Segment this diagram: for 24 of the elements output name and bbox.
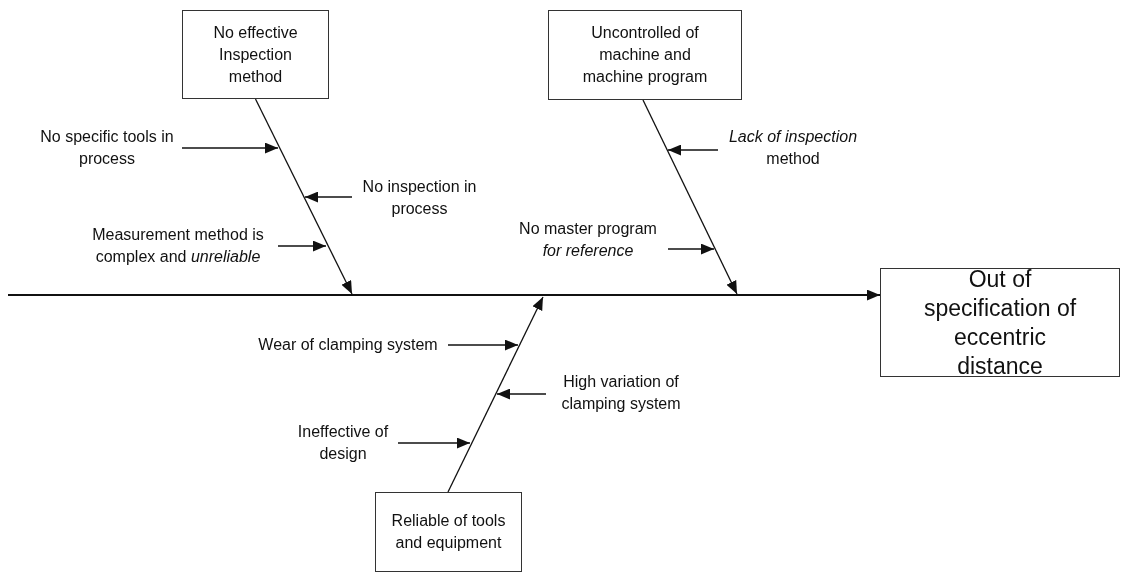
arrow <box>667 144 719 156</box>
cause-text: No inspection in process <box>352 175 487 221</box>
category-box: No effective Inspection method <box>182 10 329 99</box>
arrow <box>496 388 547 400</box>
arrow <box>642 99 738 295</box>
arrow <box>397 437 471 449</box>
arrow <box>277 240 327 252</box>
cause-text: Ineffective of design <box>288 420 398 466</box>
category-box: Uncontrolled of machine and machine program <box>548 10 742 100</box>
spine-arrow <box>7 289 881 301</box>
cause-text: Measurement method is complex and unreliable <box>78 223 278 269</box>
effect-box: Out of specification of eccentric distance <box>880 268 1120 377</box>
cause-text: No specific tools in process <box>32 125 182 171</box>
arrow <box>447 296 544 493</box>
arrow <box>181 142 279 154</box>
cause-text: Wear of clamping system <box>248 333 448 357</box>
arrow <box>254 98 353 295</box>
arrow <box>667 243 715 255</box>
arrow <box>304 191 353 203</box>
category-box: Reliable of tools and equipment <box>375 492 522 572</box>
cause-text: High variation of clamping system <box>546 370 696 416</box>
cause-text: No master program for reference <box>508 218 668 262</box>
arrow <box>447 339 519 351</box>
cause-text: Lack of inspection method <box>718 125 868 171</box>
